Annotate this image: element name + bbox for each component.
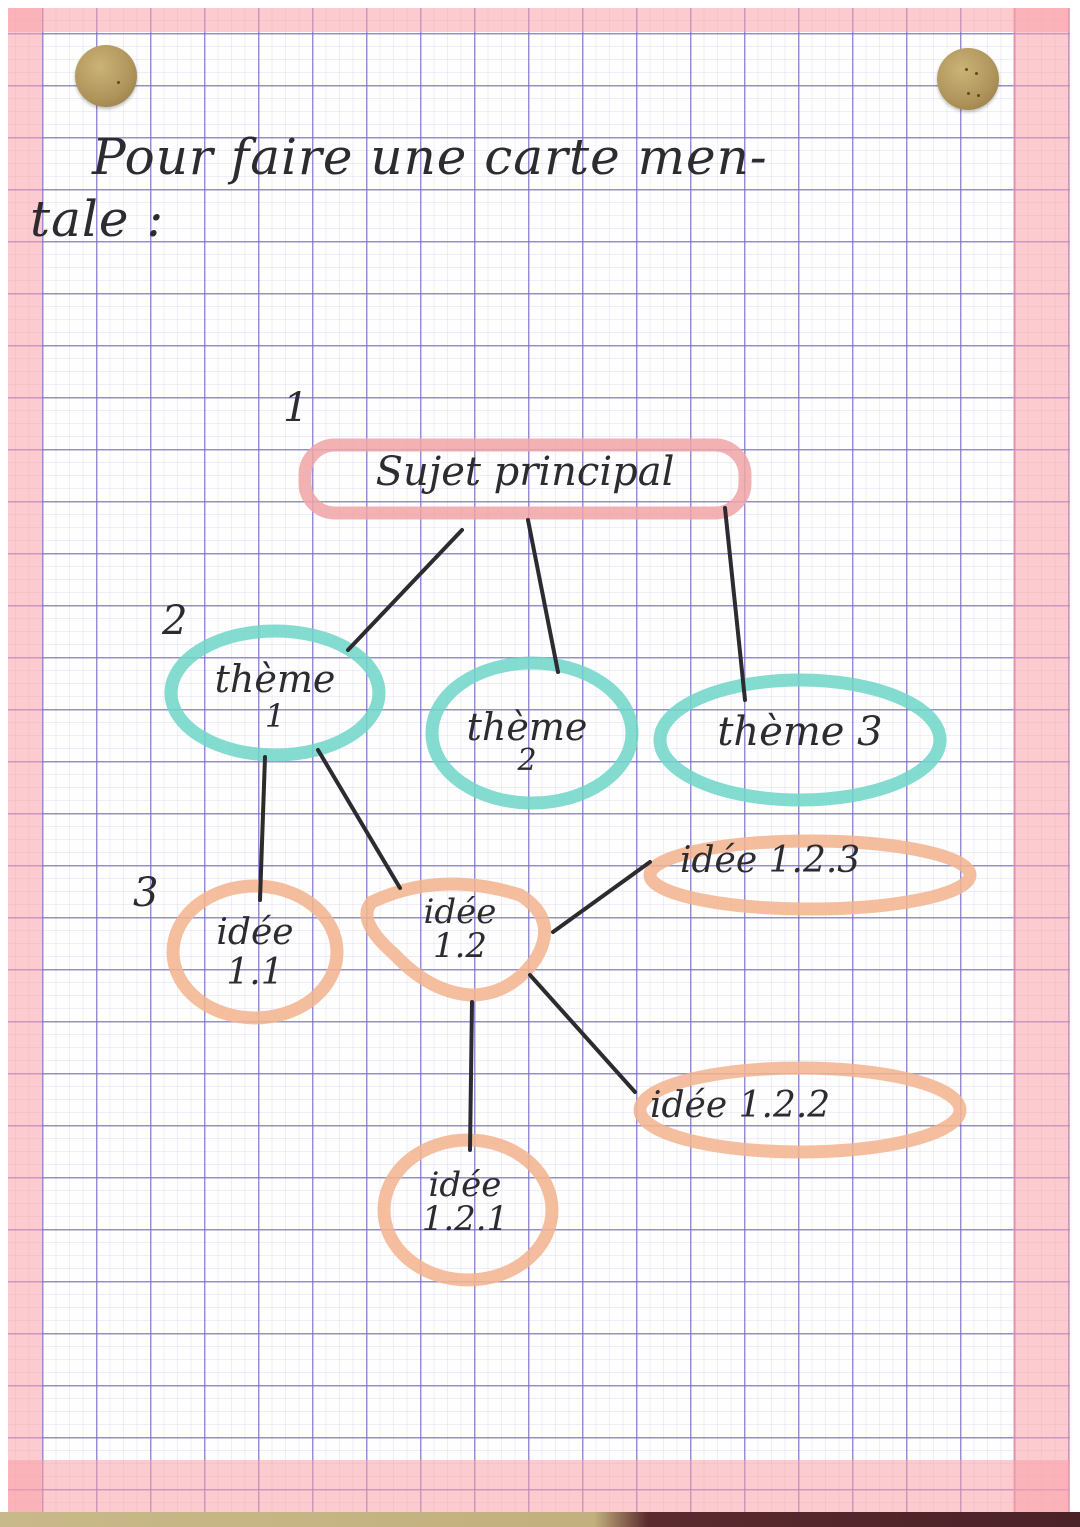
page-title-line2: tale :: [30, 190, 165, 248]
theme3-outline: [653, 673, 947, 807]
idea12-label-line2: 1.2: [432, 926, 488, 966]
theme1-node: thème 1: [180, 660, 370, 732]
main-node-outline: [298, 438, 752, 520]
theme2-label-line1: thème: [466, 705, 588, 749]
edge-main-theme3: [723, 506, 747, 702]
idea121-label-line1: idée: [428, 1165, 502, 1205]
theme2-label-line2: 2: [517, 743, 537, 778]
idea11-label-line2: 1.1: [226, 952, 284, 993]
main-node-label: Sujet principal: [375, 449, 675, 495]
idea11-outline: [166, 879, 344, 1025]
theme1-label-line2: 1: [264, 697, 286, 735]
idea123-outline: [643, 834, 977, 916]
idea11-label-line1: idée: [216, 912, 294, 953]
idea123-label: idée 1.2.3: [680, 840, 861, 881]
idea122-node: idée 1.2.2: [650, 1088, 940, 1124]
pink-margin-top: [8, 8, 1070, 32]
level1-marker: 1: [283, 385, 309, 431]
graph-paper-sheet: [8, 8, 1070, 1516]
idea123-node: idée 1.2.3: [680, 843, 960, 879]
pink-margin-left: [8, 8, 42, 1516]
edge-idea12-idea122: [528, 973, 637, 1094]
main-node: Sujet principal: [315, 452, 735, 492]
theme3-label: thème 3: [717, 709, 883, 755]
pink-margin-right: [1013, 8, 1070, 1516]
edge-idea12-idea123: [551, 860, 652, 934]
theme1-outline: [164, 624, 386, 762]
idea121-outline: [377, 1133, 559, 1287]
pin-icon-right: [937, 48, 999, 110]
idea122-outline: [633, 1061, 967, 1159]
edge-theme1-idea11: [258, 755, 267, 902]
idea12-label-line1: idée: [423, 892, 497, 932]
pink-margin-bottom: [8, 1460, 1070, 1516]
idea11-node: idée 1.1: [190, 915, 320, 991]
page-title-line1: Pour faire une carte men-: [92, 128, 768, 186]
idea121-node: idée 1.2.1: [395, 1168, 535, 1236]
idea122-label: idée 1.2.2: [650, 1085, 831, 1126]
level3-marker: 3: [133, 870, 159, 916]
pin-icon-left: [75, 45, 137, 107]
edge-main-theme2: [526, 518, 560, 674]
theme2-outline: [425, 656, 639, 810]
theme1-label-line1: thème: [214, 657, 336, 701]
edge-idea12-idea121: [468, 1000, 474, 1152]
theme2-node: thème 2: [432, 708, 622, 776]
level2-marker: 2: [162, 598, 188, 644]
idea121-label-line2: 1.2.1: [421, 1199, 509, 1239]
idea12-node: idée 1.2: [400, 895, 520, 963]
edge-theme1-idea12: [316, 748, 402, 890]
table-edge: [0, 1512, 1080, 1527]
idea12-outline: [360, 877, 552, 1002]
theme3-node: thème 3: [670, 712, 930, 752]
edge-main-theme1: [346, 528, 464, 652]
